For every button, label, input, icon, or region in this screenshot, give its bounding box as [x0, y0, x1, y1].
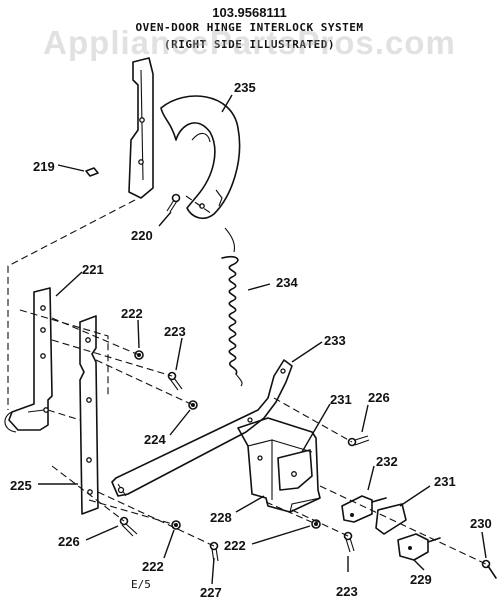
part-229-switch — [397, 533, 441, 561]
callout-219: 219 — [33, 159, 55, 174]
callout-223-lower: 223 — [336, 584, 358, 599]
callout-231-upper: 231 — [330, 392, 352, 407]
part-230-screw — [481, 559, 497, 579]
part-222-nut-lower-right — [311, 519, 321, 529]
callout-220: 220 — [131, 228, 153, 243]
part-225-hinge-plate — [79, 315, 99, 515]
callout-223-upper: 223 — [164, 324, 186, 339]
part-220-screw — [166, 193, 181, 213]
part-232-interlock-switch — [341, 495, 387, 523]
callout-229: 229 — [410, 572, 432, 587]
callout-226-upper: 226 — [368, 390, 390, 405]
part-226-screw-upper — [347, 435, 370, 447]
part-235-cam-plate — [160, 95, 241, 220]
part-226-screw-lower — [119, 516, 138, 537]
callout-232: 232 — [376, 454, 398, 469]
callout-226-lower: 226 — [58, 534, 80, 549]
part-223-screw-upper — [167, 371, 183, 391]
callout-230: 230 — [470, 516, 492, 531]
part-231-switch-actuator-lower — [375, 503, 407, 535]
part-hinge-bar-upper — [128, 57, 154, 199]
part-228-switch-bracket — [237, 417, 321, 513]
part-221-hinge-bracket — [4, 287, 53, 433]
model-number: 103.9568111 — [212, 5, 287, 20]
page-code: E/5 — [131, 578, 151, 591]
callout-231-lower: 231 — [434, 474, 456, 489]
callout-labels: 219 235 220 234 221 222 223 224 233 231 … — [10, 80, 492, 600]
part-223-screw-lower — [343, 531, 355, 553]
callout-224: 224 — [144, 432, 166, 447]
part-224-nut — [188, 400, 198, 410]
part-231-switch-actuator-upper — [277, 449, 313, 491]
callout-233: 233 — [324, 333, 346, 348]
diagram-subtitle: (RIGHT SIDE ILLUSTRATED) — [164, 38, 335, 51]
part-233-lever-arm — [111, 359, 293, 497]
callout-222-lower-right: 222 — [224, 538, 246, 553]
callout-228: 228 — [210, 510, 232, 525]
callout-222-lower-left: 222 — [142, 559, 164, 574]
callout-234: 234 — [276, 275, 298, 290]
callout-leaders — [38, 94, 487, 585]
assembly-lines — [7, 195, 487, 565]
callout-221: 221 — [82, 262, 104, 277]
callout-225: 225 — [10, 478, 32, 493]
callout-227: 227 — [200, 585, 222, 600]
part-234-spring — [221, 227, 243, 387]
part-219-nut — [85, 167, 99, 177]
diagram-title: OVEN-DOOR HINGE INTERLOCK SYSTEM — [135, 21, 364, 34]
callout-235: 235 — [234, 80, 256, 95]
callout-222-upper: 222 — [121, 306, 143, 321]
